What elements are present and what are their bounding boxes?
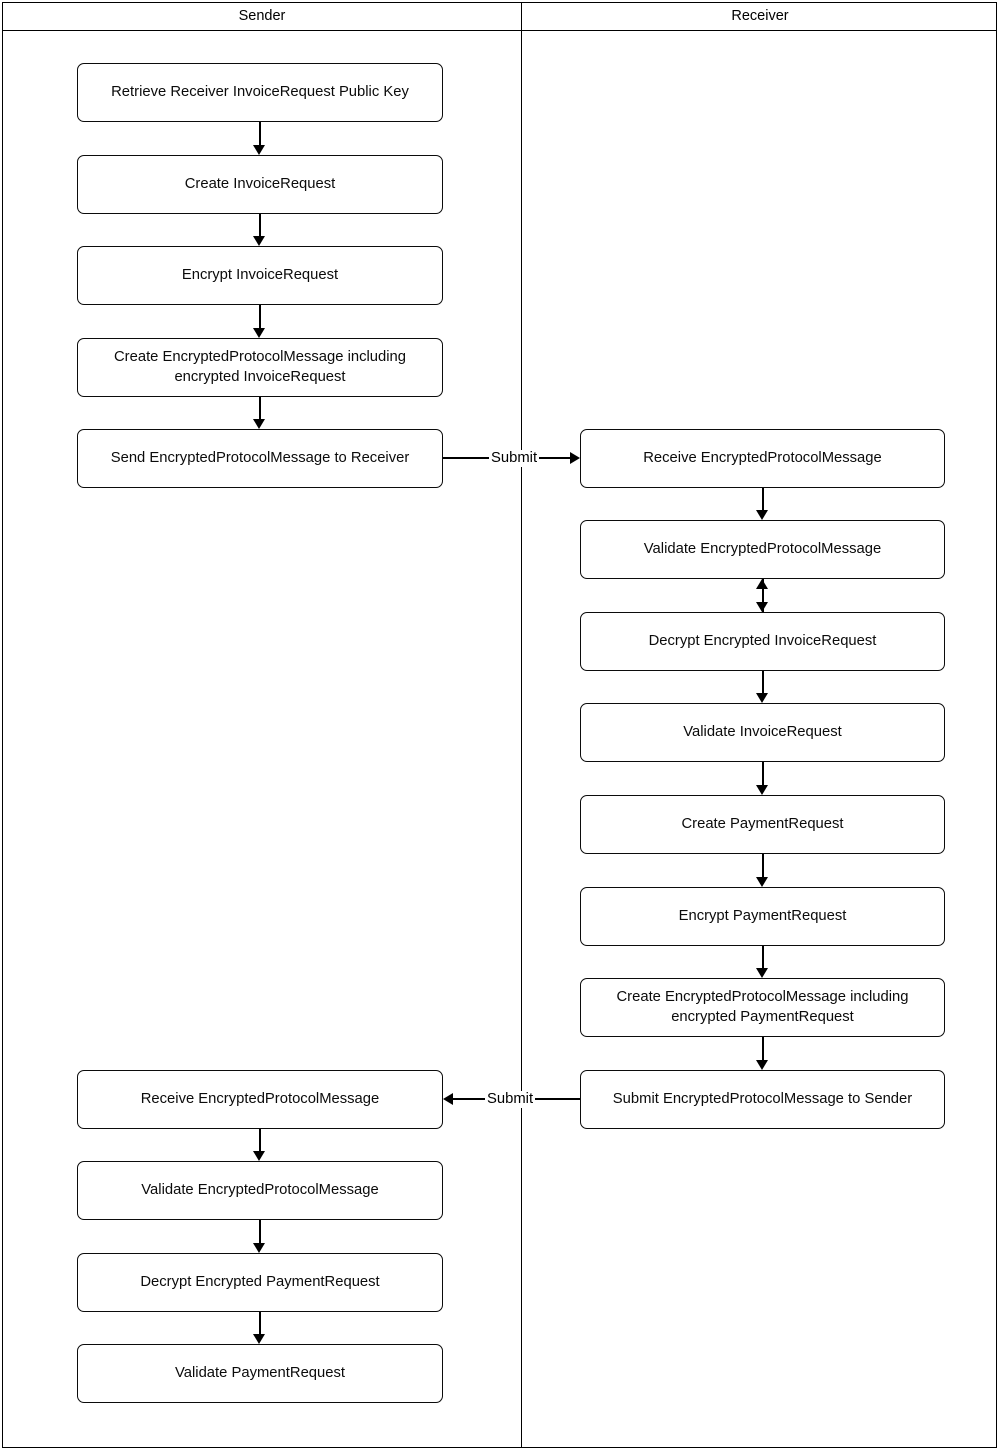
connector-s6-s7-arrowhead — [253, 1151, 265, 1161]
connector-s1-s2-line — [259, 122, 261, 145]
node-create-invoicerequest[interactable]: Create InvoiceRequest — [77, 155, 443, 214]
connector-s1-s2-arrowhead — [253, 145, 265, 155]
connector-r6-r7-arrowhead — [756, 968, 768, 978]
node-label: Validate InvoiceRequest — [683, 723, 842, 740]
node-label-line1: Create EncryptedProtocolMessage includin… — [616, 988, 909, 1005]
connector-r4-r5-line — [762, 762, 764, 785]
connector-s8-s9-arrowhead — [253, 1334, 265, 1344]
connector-r5-r6-line — [762, 854, 764, 877]
node-label: Receive EncryptedProtocolMessage — [140, 1090, 380, 1107]
connector-s8-s9-line — [259, 1312, 261, 1334]
connector-s4-s5-arrowhead — [253, 419, 265, 429]
node-label: Decrypt Encrypted PaymentRequest — [140, 1273, 380, 1290]
node-send-encryptedprotocolmessage-to-receiver[interactable]: Send EncryptedProtocolMessage to Receive… — [77, 429, 443, 488]
node-label: Retrieve Receiver InvoiceRequest Public … — [111, 83, 409, 100]
node-label: Create EncryptedProtocolMessage includin… — [114, 348, 406, 388]
connector-r2-r3-line — [762, 579, 764, 612]
connector-r7-r8-arrowhead — [756, 1060, 768, 1070]
lane-title-receiver: Receiver — [731, 8, 789, 24]
node-receive-encryptedprotocolmessage-sender[interactable]: Receive EncryptedProtocolMessage — [77, 1070, 443, 1129]
node-validate-encryptedprotocolmessage-sender[interactable]: Validate EncryptedProtocolMessage — [77, 1161, 443, 1220]
edge-label-submit-to-sender: Submit — [485, 1091, 536, 1108]
connector-s7-s8-arrowhead — [253, 1243, 265, 1253]
connector-r6-r7-line — [762, 946, 764, 968]
node-label: Create InvoiceRequest — [184, 175, 336, 192]
node-label: Create PaymentRequest — [681, 815, 844, 832]
lane-title-sender: Sender — [238, 8, 286, 24]
connector-sender-to-receiver-arrowhead — [570, 452, 580, 464]
swimlane-header-rule — [2, 30, 997, 31]
node-receive-encryptedprotocolmessage-receiver[interactable]: Receive EncryptedProtocolMessage — [580, 429, 945, 488]
connector-s2-s3-arrowhead — [253, 236, 265, 246]
node-create-paymentrequest[interactable]: Create PaymentRequest — [580, 795, 945, 854]
node-encrypt-invoicerequest[interactable]: Encrypt InvoiceRequest — [77, 246, 443, 305]
node-create-encryptedprotocolmessage-invoicerequest[interactable]: Create EncryptedProtocolMessage includin… — [77, 338, 443, 397]
node-label: Validate PaymentRequest — [175, 1364, 345, 1381]
connector-r7-r8-line — [762, 1037, 764, 1060]
node-decrypt-encrypted-paymentrequest[interactable]: Decrypt Encrypted PaymentRequest — [77, 1253, 443, 1312]
edge-label-submit-to-receiver: Submit — [489, 450, 540, 467]
node-encrypt-paymentrequest[interactable]: Encrypt PaymentRequest — [580, 887, 945, 946]
node-validate-paymentrequest[interactable]: Validate PaymentRequest — [77, 1344, 443, 1403]
node-label: Decrypt Encrypted InvoiceRequest — [648, 632, 877, 649]
node-label: Encrypt InvoiceRequest — [181, 266, 339, 283]
node-label: Encrypt PaymentRequest — [678, 907, 847, 924]
connector-s3-s4-arrowhead — [253, 328, 265, 338]
connector-s3-s4-line — [259, 305, 261, 328]
connector-s4-s5-line — [259, 397, 261, 419]
node-label: Submit EncryptedProtocolMessage to Sende… — [612, 1090, 913, 1107]
node-submit-encryptedprotocolmessage-to-sender[interactable]: Submit EncryptedProtocolMessage to Sende… — [580, 1070, 945, 1129]
connector-r4-r5-arrowhead — [756, 785, 768, 795]
node-validate-encryptedprotocolmessage-receiver[interactable]: Validate EncryptedProtocolMessage — [580, 520, 945, 579]
connector-receiver-to-sender-arrowhead — [443, 1093, 453, 1105]
node-label: Validate EncryptedProtocolMessage — [643, 540, 882, 557]
node-label: Create EncryptedProtocolMessage includin… — [617, 988, 909, 1028]
connector-s2-s3-line — [259, 214, 261, 236]
connector-r2-r3-arrowhead-up — [756, 579, 768, 589]
node-decrypt-encrypted-invoicerequest[interactable]: Decrypt Encrypted InvoiceRequest — [580, 612, 945, 671]
connector-r3-r4-line — [762, 671, 764, 693]
node-label-line2: encrypted InvoiceRequest — [174, 368, 346, 385]
node-label: Receive EncryptedProtocolMessage — [643, 449, 882, 466]
node-label: Send EncryptedProtocolMessage to Receive… — [110, 449, 410, 466]
node-validate-invoicerequest[interactable]: Validate InvoiceRequest — [580, 703, 945, 762]
node-label-line2: encrypted PaymentRequest — [671, 1008, 854, 1025]
node-label-line1: Create EncryptedProtocolMessage includin… — [114, 348, 406, 365]
connector-r2-r3-arrowhead-down — [756, 602, 768, 612]
swimlane-divider — [521, 2, 522, 1448]
connector-r3-r4-arrowhead — [756, 693, 768, 703]
connector-s6-s7-line — [259, 1129, 261, 1151]
node-retrieve-receiver-invoicerequest-public-key[interactable]: Retrieve Receiver InvoiceRequest Public … — [77, 63, 443, 122]
connector-r5-r6-arrowhead — [756, 877, 768, 887]
connector-s7-s8-line — [259, 1220, 261, 1243]
node-label: Validate EncryptedProtocolMessage — [141, 1181, 379, 1198]
connector-r1-r2-arrowhead — [756, 510, 768, 520]
node-create-encryptedprotocolmessage-paymentrequest[interactable]: Create EncryptedProtocolMessage includin… — [580, 978, 945, 1037]
connector-r1-r2-line — [762, 488, 764, 510]
